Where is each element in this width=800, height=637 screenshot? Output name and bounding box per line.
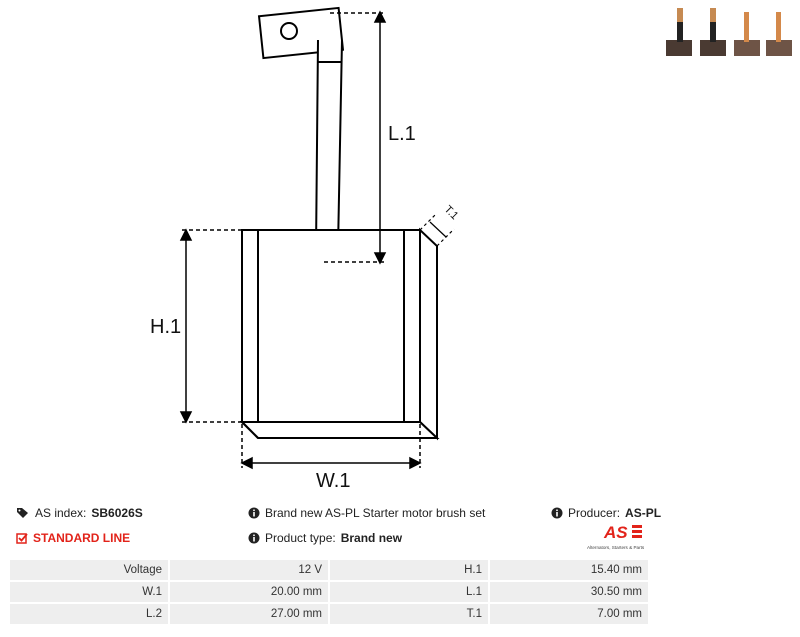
spec-value: 15.40 mm xyxy=(490,560,648,580)
info-icon xyxy=(248,507,260,519)
producer-value: AS-PL xyxy=(625,506,662,520)
spec-label: Voltage xyxy=(10,560,168,580)
dimension-w1-label: W.1 xyxy=(316,470,350,492)
product-type: Product type: Brand new xyxy=(248,531,402,545)
standard-line-label: STANDARD LINE xyxy=(33,531,131,545)
dimension-l1 xyxy=(324,10,387,265)
table-row: W.1 20.00 mm L.1 30.50 mm xyxy=(10,582,648,602)
product-thumbnails[interactable] xyxy=(660,4,800,60)
logo-tagline: Alternators, Starters & Parts xyxy=(587,545,645,550)
thumbnail-brush-1[interactable] xyxy=(666,8,692,56)
terminal-tab xyxy=(257,6,345,60)
spec-label: T.1 xyxy=(330,604,488,624)
info-icon xyxy=(248,532,260,544)
producer: Producer: AS-PL xyxy=(551,506,661,520)
dimension-t1-label: T.1 xyxy=(442,203,461,222)
product-description: Brand new AS-PL Starter motor brush set xyxy=(248,506,485,520)
product-type-label: Product type: xyxy=(265,531,336,545)
brush-body xyxy=(239,227,440,441)
producer-label: Producer: xyxy=(568,506,621,520)
thumbnail-brush-3[interactable] xyxy=(734,12,760,56)
spec-label: H.1 xyxy=(330,560,488,580)
thumbnail-brush-2[interactable] xyxy=(700,8,726,56)
spec-value: 27.00 mm xyxy=(170,604,328,624)
dimension-t1 xyxy=(419,213,455,247)
table-row: L.2 27.00 mm T.1 7.00 mm xyxy=(10,604,648,624)
as-pl-logo: AS Alternators, Starters & Parts xyxy=(587,523,645,550)
dimension-h1 xyxy=(179,228,244,424)
spec-value: 12 V xyxy=(170,560,328,580)
brush-technical-drawing: L.1 H.1 W.1 T.1 xyxy=(150,6,461,492)
dimension-w1 xyxy=(240,424,422,470)
spec-label: W.1 xyxy=(10,582,168,602)
spec-label: L.1 xyxy=(330,582,488,602)
tags-icon xyxy=(17,508,28,518)
description-text: Brand new AS-PL Starter motor brush set xyxy=(265,506,486,520)
spec-value: 7.00 mm xyxy=(490,604,648,624)
dimension-h1-label: H.1 xyxy=(150,316,181,338)
as-index-value: SB6026S xyxy=(91,506,143,520)
spec-value: 20.00 mm xyxy=(170,582,328,602)
table-row: Voltage 12 V H.1 15.40 mm xyxy=(10,560,648,580)
spec-label: L.2 xyxy=(10,604,168,624)
standard-line: STANDARD LINE xyxy=(16,531,130,545)
check-square-icon xyxy=(16,533,28,544)
logo-mark: AS xyxy=(603,523,628,542)
info-icon xyxy=(551,507,563,519)
as-index-label: AS index: xyxy=(35,506,87,520)
spec-value: 30.50 mm xyxy=(490,582,648,602)
as-index: AS index: SB6026S xyxy=(16,506,143,520)
specs-table: Voltage 12 V H.1 15.40 mm W.1 20.00 mm L… xyxy=(8,558,650,626)
thumbnail-brush-4[interactable] xyxy=(766,12,792,56)
product-type-value: Brand new xyxy=(340,531,403,545)
dimension-l1-label: L.1 xyxy=(388,123,416,145)
